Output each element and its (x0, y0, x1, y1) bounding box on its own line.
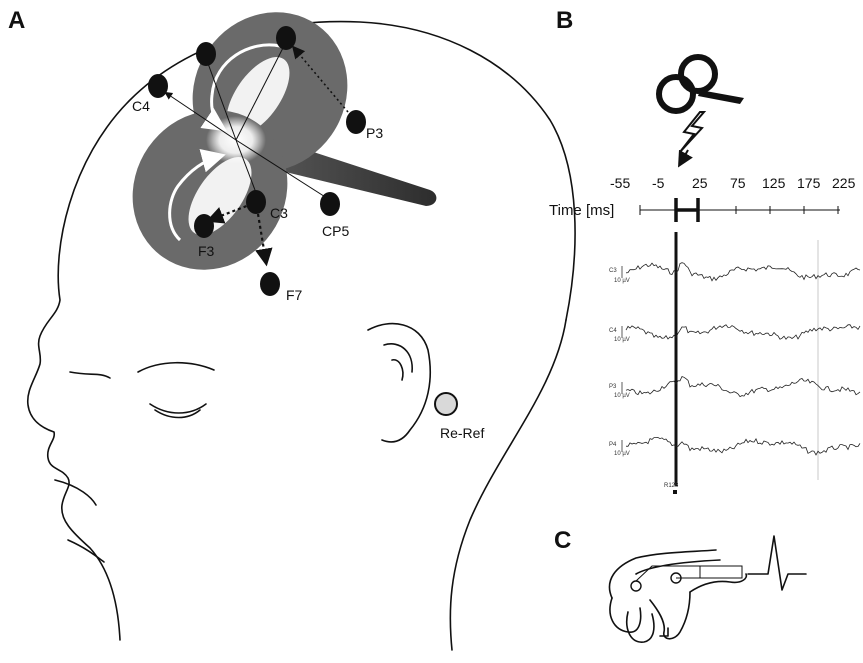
panel-label-b: B (556, 7, 573, 34)
electrode-c4 (148, 74, 168, 98)
label-reref: Re-Ref (440, 425, 484, 441)
trace-label-c3: C3 (609, 268, 617, 274)
event-marker-label: R128 (664, 483, 679, 489)
tms-coil (102, 0, 437, 300)
electrode-reref (435, 393, 457, 415)
eeg-trace (626, 438, 860, 455)
tick-label: 125 (762, 175, 786, 191)
panel-label-c: C (554, 527, 571, 554)
trace-label-c4: C4 (609, 328, 617, 334)
time-axis-label: Time [ms] (549, 202, 614, 219)
panel-label-a: A (8, 7, 25, 34)
lightning-bolt-icon (680, 112, 704, 152)
eeg-trace (626, 325, 860, 340)
trace-scale: 10 µV (614, 451, 630, 457)
tick-label: -55 (610, 175, 630, 191)
label-c3: C3 (270, 205, 288, 221)
label-f7: F7 (286, 287, 303, 303)
electrode-f3 (194, 214, 214, 238)
time-axis (640, 198, 840, 222)
trace-label-p4: P4 (609, 442, 617, 448)
label-cp5: CP5 (322, 223, 349, 239)
hand-emg-icon (609, 536, 806, 642)
trace-scale: 10 µV (614, 337, 630, 343)
label-c4: C4 (132, 98, 150, 114)
eeg-trace-panel: C3 C4 P3 P4 10 µV 10 µV 10 µV 10 µV R128 (609, 232, 860, 494)
time-tick-labels: -55 -5 25 75 125 175 225 (610, 175, 856, 191)
electrode-fc (196, 42, 216, 66)
trace-scale: 10 µV (614, 278, 630, 284)
eeg-trace (626, 377, 860, 397)
trace-scale: 10 µV (614, 393, 630, 399)
electrode-cp5 (320, 192, 340, 216)
trace-label-p3: P3 (609, 384, 617, 390)
label-p3: P3 (366, 125, 383, 141)
label-f3: F3 (198, 243, 215, 259)
electrode-f7 (260, 272, 280, 296)
tick-label: -5 (652, 175, 665, 191)
tick-label: 25 (692, 175, 708, 191)
electrode-p3 (346, 110, 366, 134)
tick-label: 225 (832, 175, 856, 191)
electrode-cz (276, 26, 296, 50)
tick-label: 175 (797, 175, 821, 191)
tms-coil-icon (659, 57, 744, 111)
eeg-trace (626, 263, 860, 281)
electrode-c3 (246, 190, 266, 214)
tick-label: 75 (730, 175, 746, 191)
